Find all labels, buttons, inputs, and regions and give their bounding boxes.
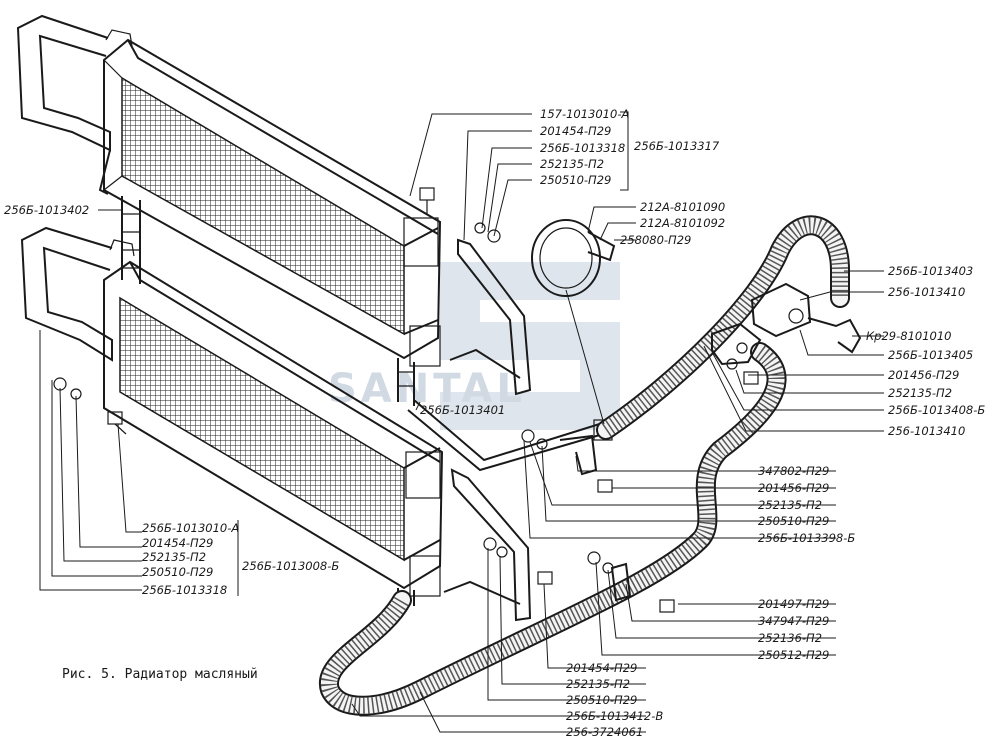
label-252135-P2-mid: 252135-П2: [758, 498, 822, 512]
label-250510-P29-bottom: 250510-П29: [566, 693, 637, 707]
figure-caption: Рис. 5. Радиатор масляный: [62, 667, 258, 682]
mounting-straps: [443, 238, 532, 622]
label-256-1013410-bottom: 256-1013410: [888, 424, 965, 438]
label-347802-P29: 347802-П29: [758, 464, 829, 478]
lower-bracket: [20, 226, 135, 362]
label-212A-8101092: 212А-8101092: [640, 216, 725, 230]
upper-radiator: [103, 38, 442, 367]
label-256B-1013403: 256Б-1013403: [888, 264, 973, 278]
label-256-3724061: 256-3724061: [566, 725, 643, 739]
label-250510-P29-top: 250510-П29: [540, 173, 611, 187]
watermark-text: SANTAL: [328, 366, 526, 412]
label-256B-1013318-top: 256Б-1013318: [540, 141, 625, 155]
label-256B-1013010-A: 256Б-1013010-А: [142, 521, 239, 535]
label-201454-P29-top: 201454-П29: [540, 124, 611, 138]
upper-connector-tubes: [121, 196, 415, 406]
label-252135-P2-top: 252135-П2: [540, 157, 604, 171]
label-252135-P2-right: 252135-П2: [888, 386, 952, 400]
label-258080-P29: 258080-П29: [620, 233, 691, 247]
rubber-hoses: [319, 215, 850, 716]
label-256-1013410-top: 256-1013410: [888, 285, 965, 299]
watermark: SANTAL: [328, 262, 620, 430]
label-201456-P29-right: 201456-П29: [888, 368, 959, 382]
label-201454-P29-bottom: 201454-П29: [566, 661, 637, 675]
oil-tap: [711, 282, 862, 366]
label-256B-1013398-B: 256Б-1013398-Б: [758, 531, 855, 545]
label-256B-1013317: 256Б-1013317: [634, 139, 720, 153]
label-250510-P29-mid: 250510-П29: [758, 514, 829, 528]
label-256B-1013008-B: 256Б-1013008-Б: [242, 559, 339, 573]
label-256B-1013408-B: 256Б-1013408-Б: [888, 403, 985, 417]
fasteners: [53, 187, 759, 613]
label-201456-P29-mid: 201456-П29: [758, 481, 829, 495]
label-256B-1013405: 256Б-1013405: [888, 348, 973, 362]
label-250512-P29: 250512-П29: [758, 648, 829, 662]
label-201454-P29-left: 201454-П29: [142, 536, 213, 550]
label-157-1013010-A: 157-1013010-А: [540, 107, 629, 121]
label-Kr29-8101010: Кр29-8101010: [866, 329, 951, 343]
label-252136-P2: 252136-П2: [758, 631, 822, 645]
leader-lines: [39, 111, 884, 733]
label-256B-1013401: 256Б-1013401: [420, 403, 505, 417]
label-256B-1013402: 256Б-1013402: [4, 203, 89, 217]
lower-radiator: [103, 260, 444, 606]
label-212A-8101090: 212А-8101090: [640, 200, 725, 214]
part-labels: 157-1013010-А 201454-П29 256Б-1013318 25…: [4, 107, 985, 739]
label-252135-P2-left: 252135-П2: [142, 550, 206, 564]
upper-bracket: [16, 14, 133, 195]
label-250510-P29-left: 250510-П29: [142, 565, 213, 579]
label-256B-1013318-left: 256Б-1013318: [142, 583, 227, 597]
label-256B-1013412-V: 256Б-1013412-В: [566, 709, 663, 723]
label-347947-P29: 347947-П29: [758, 614, 829, 628]
label-201497-P29: 201497-П29: [758, 597, 829, 611]
label-252135-P2-bottom: 252135-П2: [566, 677, 630, 691]
